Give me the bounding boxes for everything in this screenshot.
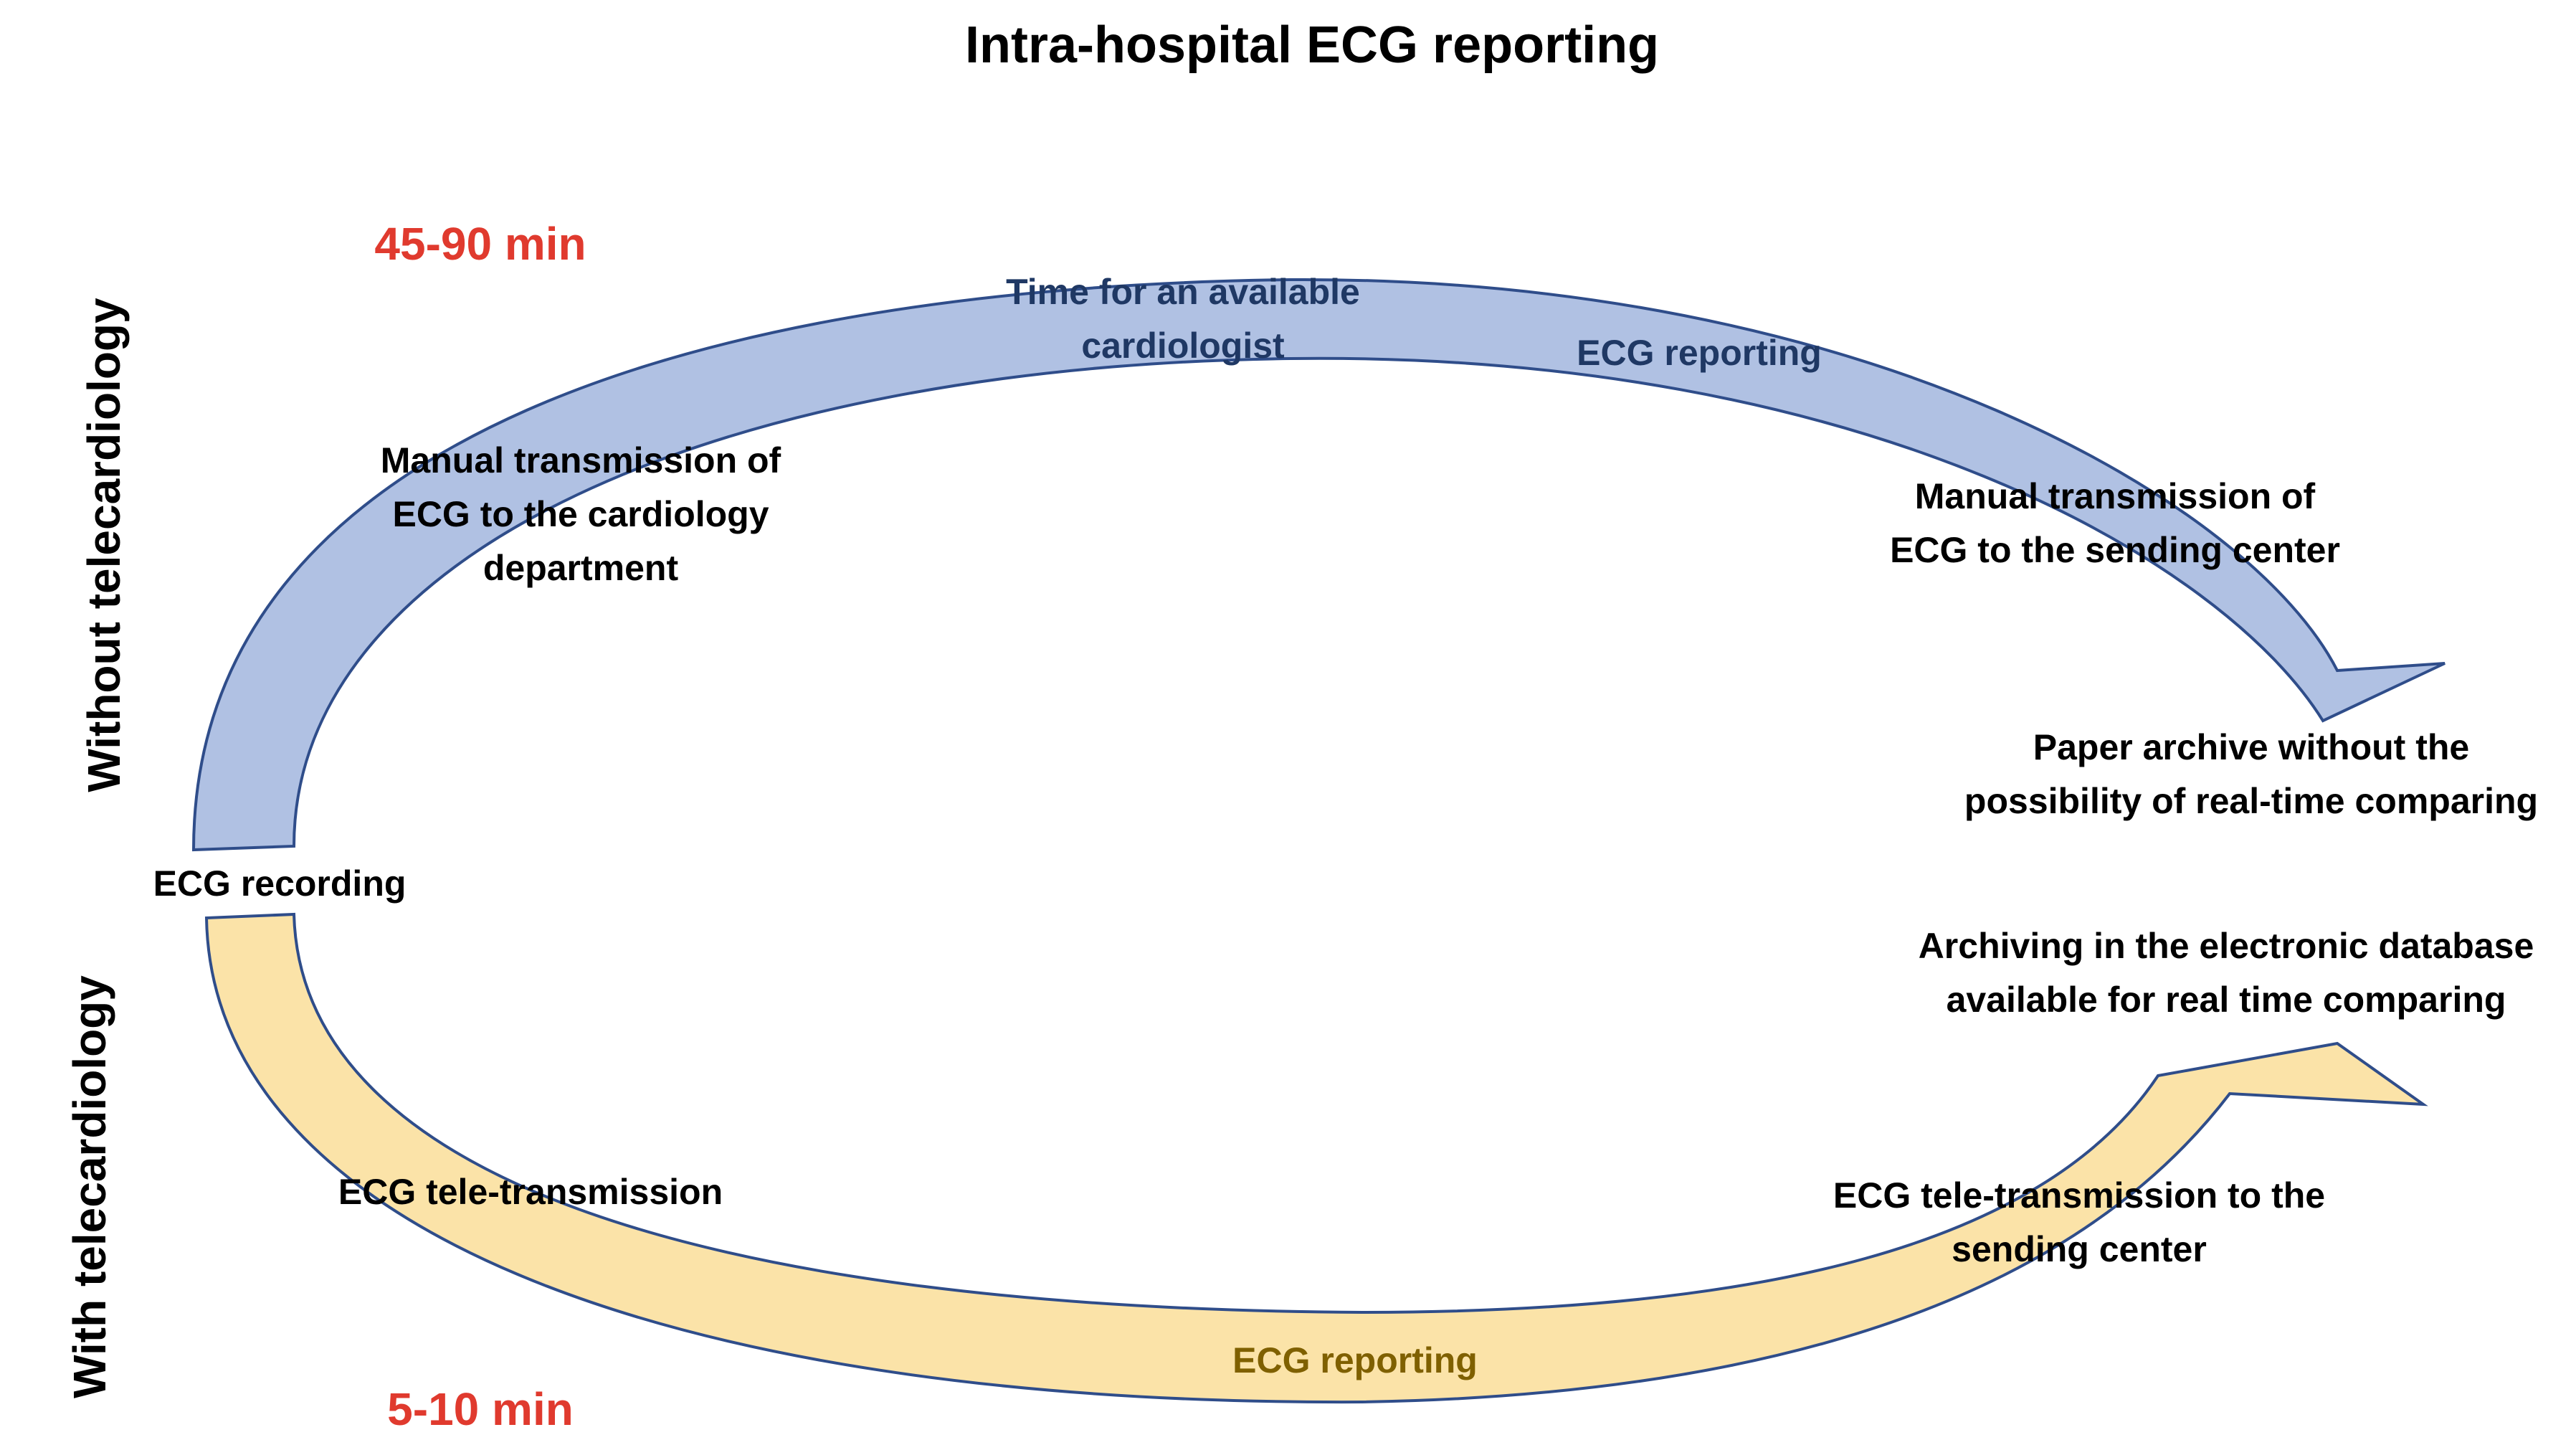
without-telecardiology-label: Without telecardiology bbox=[78, 298, 130, 792]
step-line: sending center bbox=[1952, 1229, 2207, 1269]
with-telecardiology-arrow bbox=[204, 912, 2428, 1404]
page-title: Intra-hospital ECG reporting bbox=[965, 16, 1660, 74]
step-line: Manual transmission of bbox=[380, 440, 781, 480]
step-ecg-reporting-tele: ECG reporting bbox=[1232, 1340, 1478, 1380]
step-ecg-tele-transmission: ECG tele-transmission bbox=[338, 1172, 723, 1212]
step-line: ECG to the cardiology bbox=[392, 494, 769, 534]
step-line: Archiving in the electronic database bbox=[1918, 926, 2534, 966]
without-time-badge: 45-90 min bbox=[374, 218, 586, 270]
step-line: ECG to the sending center bbox=[1890, 530, 2340, 570]
step-manual-transmission-sending: Manual transmission of ECG to the sendin… bbox=[1835, 470, 2395, 577]
step-line: cardiologist bbox=[1081, 326, 1285, 366]
step-ecg-reporting-manual: ECG reporting bbox=[1577, 333, 1822, 373]
step-electronic-archive: Archiving in the electronic database ava… bbox=[1886, 919, 2567, 1027]
step-line: Time for an available bbox=[1006, 272, 1360, 312]
without-telecardiology-arrow bbox=[191, 278, 2446, 852]
step-line: Manual transmission of bbox=[1914, 476, 2316, 516]
with-telecardiology-label: With telecardiology bbox=[64, 975, 115, 1398]
with-time-badge: 5-10 min bbox=[387, 1383, 574, 1435]
step-ecg-recording: ECG recording bbox=[153, 863, 407, 904]
step-manual-transmission-cardiology: Manual transmission of ECG to the cardio… bbox=[330, 434, 832, 595]
step-time-for-cardiologist: Time for an available cardiologist bbox=[932, 265, 1434, 373]
step-tele-transmission-sending: ECG tele-transmission to the sending cen… bbox=[1807, 1169, 2352, 1276]
step-paper-archive: Paper archive without the possibility of… bbox=[1936, 721, 2567, 828]
step-line: ECG tele-transmission to the bbox=[1833, 1175, 2326, 1216]
step-line: Paper archive without the bbox=[2033, 727, 2470, 767]
step-line: available for real time comparing bbox=[1946, 980, 2506, 1020]
step-line: possibility of real-time comparing bbox=[1964, 781, 2539, 821]
step-line: department bbox=[483, 548, 679, 588]
